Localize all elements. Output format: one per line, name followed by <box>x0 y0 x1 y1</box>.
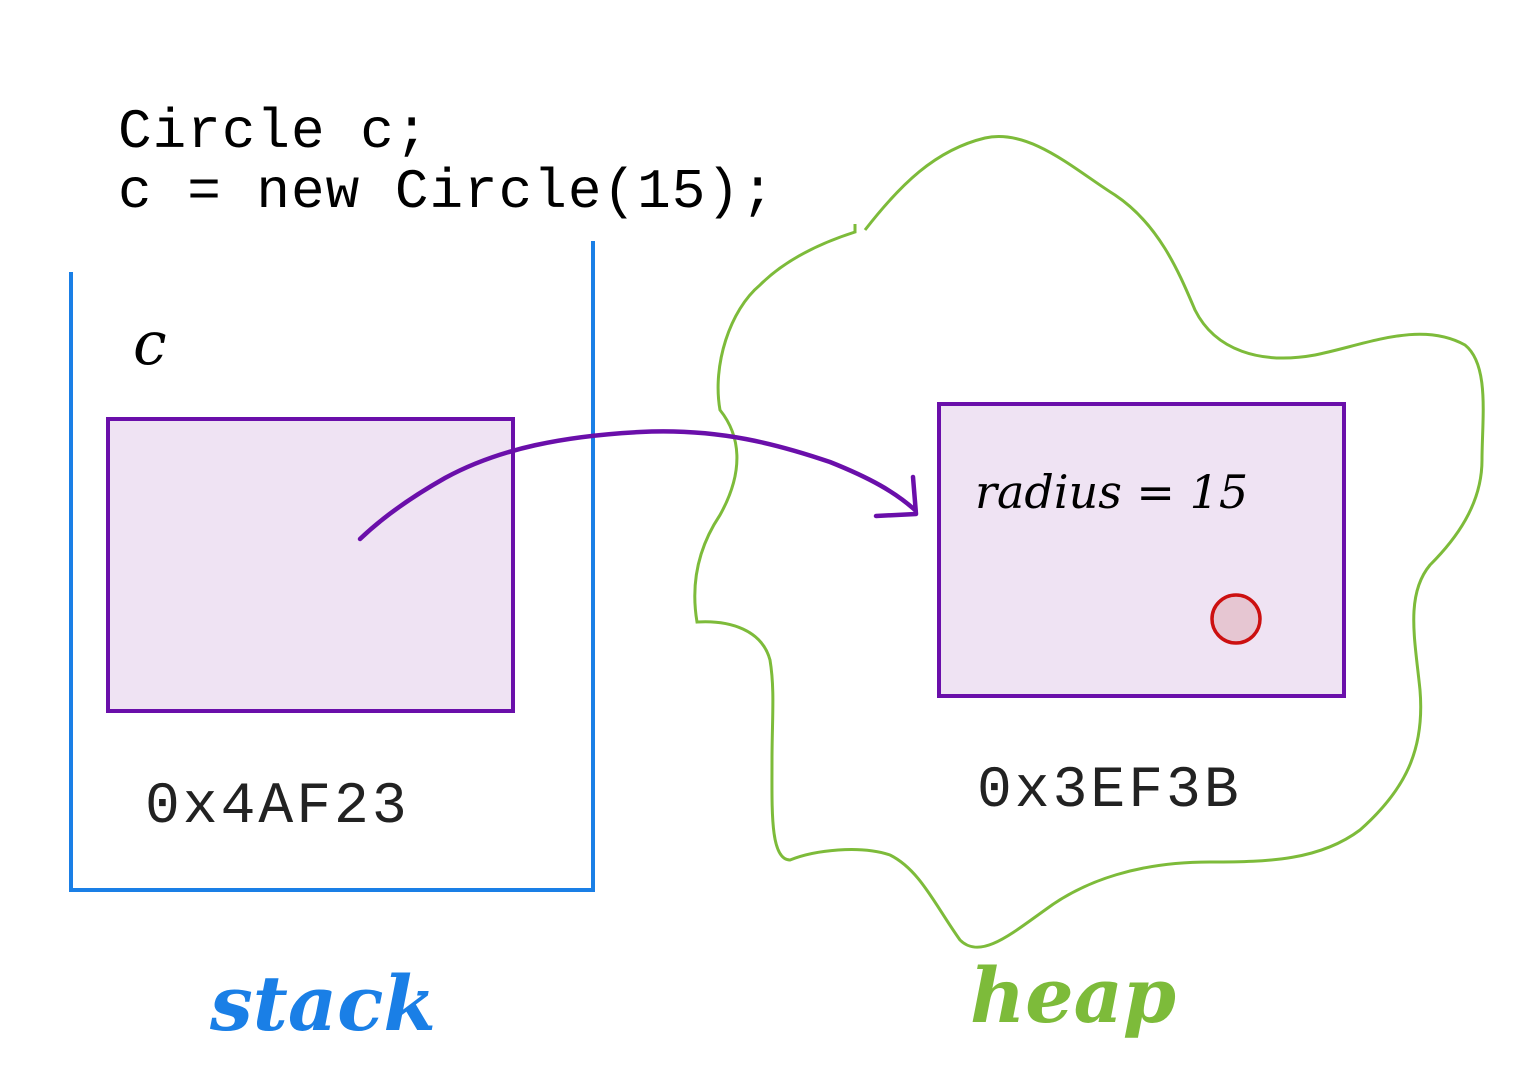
heap-label: heap <box>970 951 1176 1040</box>
stack-variable-box <box>106 417 515 713</box>
arrow-icon <box>357 429 919 542</box>
stack-label: stack <box>209 959 436 1048</box>
variable-name: c <box>133 309 167 379</box>
radius-field: radius = 15 <box>975 465 1248 519</box>
code-line-2: c = new Circle(15); <box>118 160 776 224</box>
stack-address: 0x4AF23 <box>145 775 410 840</box>
code-line-1: Circle c; <box>118 100 429 164</box>
heap-address: 0x3EF3B <box>977 759 1242 824</box>
heap-object-box <box>937 402 1346 698</box>
heap-cloud <box>693 135 1485 949</box>
stack-frame <box>69 241 595 892</box>
circle-icon <box>1210 593 1262 645</box>
